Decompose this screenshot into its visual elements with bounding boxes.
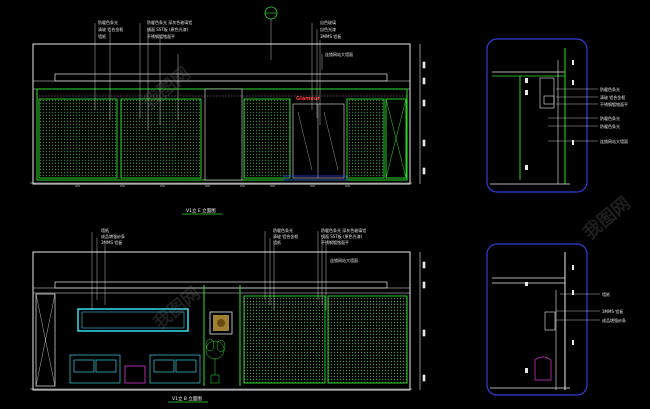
top-label-mid-1: 防暖色条光 深灰色玻璃铝 — [147, 19, 192, 25]
top-door-opening — [204, 88, 243, 181]
section-top-label-4: 防暖色条光 — [600, 115, 620, 121]
section-top-label-2: 清玻 铝合金框 — [600, 94, 625, 100]
section-bottom-frame — [486, 243, 588, 396]
section-top-label-3: 不锈钢镀铬面平 — [600, 101, 628, 107]
bottom-label-mid-3: 墙纸 — [273, 239, 281, 245]
cyan-light-box — [77, 308, 189, 332]
section-bottom-label-1: 墙纸 — [602, 291, 610, 297]
section-top-right: 防暖色条光 清玻 铝合金框 不锈钢镀铬面平 防暖色条光 防暖色条光 连锁网站大墙… — [486, 38, 628, 193]
bottom-panel-1 — [243, 295, 326, 384]
top-label-left-3: 墙纸 — [98, 33, 106, 39]
top-label-right-4: 连锁网站大墙面 — [325, 51, 353, 57]
bottom-label-left-3: 3MMS 铝板 — [101, 239, 122, 245]
elevation-top: Glamour — [30, 6, 426, 215]
top-glass-door — [292, 103, 345, 179]
top-panel-1 — [38, 98, 118, 179]
top-panel-2 — [120, 98, 202, 179]
bottom-label-left-2: 成品增强纱条 — [101, 233, 125, 239]
bottom-label-right-3: 不锈钢镀铬面平 — [321, 239, 349, 245]
sofa-icon — [69, 354, 201, 384]
top-elevation-caption: V1立 E 立面图 — [186, 207, 216, 214]
section-bottom-label-2: 3MMS 铝板 — [602, 308, 623, 314]
bottom-outer-frame — [32, 251, 411, 391]
top-label-mid-3: 不锈钢镀铬面平 — [147, 33, 175, 39]
side-table — [124, 365, 146, 384]
bottom-label-right-2: 镜面 SST板 (原色光漆) — [321, 233, 363, 239]
top-panel-5 — [385, 98, 407, 179]
chair-section-icon — [534, 356, 552, 381]
bottom-panel-2 — [327, 295, 408, 384]
bottom-label-right-4: 连锁网站大墙面 — [330, 257, 358, 263]
section-top-label-5: 防暖色条光 — [600, 123, 620, 129]
section-top-frame — [486, 38, 588, 193]
section-bottom-right: 墙纸 3MMS 铝板 成品增强纱条 — [486, 243, 626, 396]
bottom-label-mid-2: 清玻 铝合金框 — [273, 233, 298, 239]
bottom-label-right-1: 防暖色条光 深灰色玻璃铝 — [321, 227, 366, 233]
shop-sign: Glamour — [296, 96, 320, 102]
top-ceiling-band — [54, 73, 388, 82]
wall-artwork — [209, 311, 233, 335]
top-label-right-1: 自色玻璃 — [320, 19, 336, 25]
top-label-right-3: 3MMS 铝板 — [320, 33, 341, 39]
bottom-elevation-caption: V1立 B 立面图 — [172, 395, 202, 402]
section-bottom-label-3: 成品增强纱条 — [602, 317, 626, 323]
plant-icon — [205, 338, 226, 384]
bottom-label-mid-1: 防暖色条光 — [273, 227, 293, 233]
watermark-3: 我图网 — [580, 193, 635, 244]
top-label-left-1: 防暖色条光 — [98, 19, 118, 25]
top-panel-3 — [243, 98, 291, 179]
section-top-label-1: 防暖色条光 — [600, 86, 620, 92]
bottom-label-left-1: 墙纸 — [101, 227, 109, 233]
top-label-left-2: 清玻 铝合金框 — [98, 26, 123, 32]
top-outer-frame — [32, 43, 411, 185]
top-label-mid-2: 镜面 SST板 (原色光漆) — [147, 26, 189, 32]
bottom-left-pilaster — [35, 293, 56, 387]
top-panel-4 — [346, 98, 385, 179]
top-label-right-2: 自色光漆 — [320, 26, 336, 32]
section-top-label-6: 连锁网站大墙面 — [600, 138, 628, 144]
elevation-bottom: 墙纸 成品增强纱条 3MMS 铝板 防暖色条光 清玻 铝合金框 墙纸 防暖色条光… — [30, 227, 426, 403]
